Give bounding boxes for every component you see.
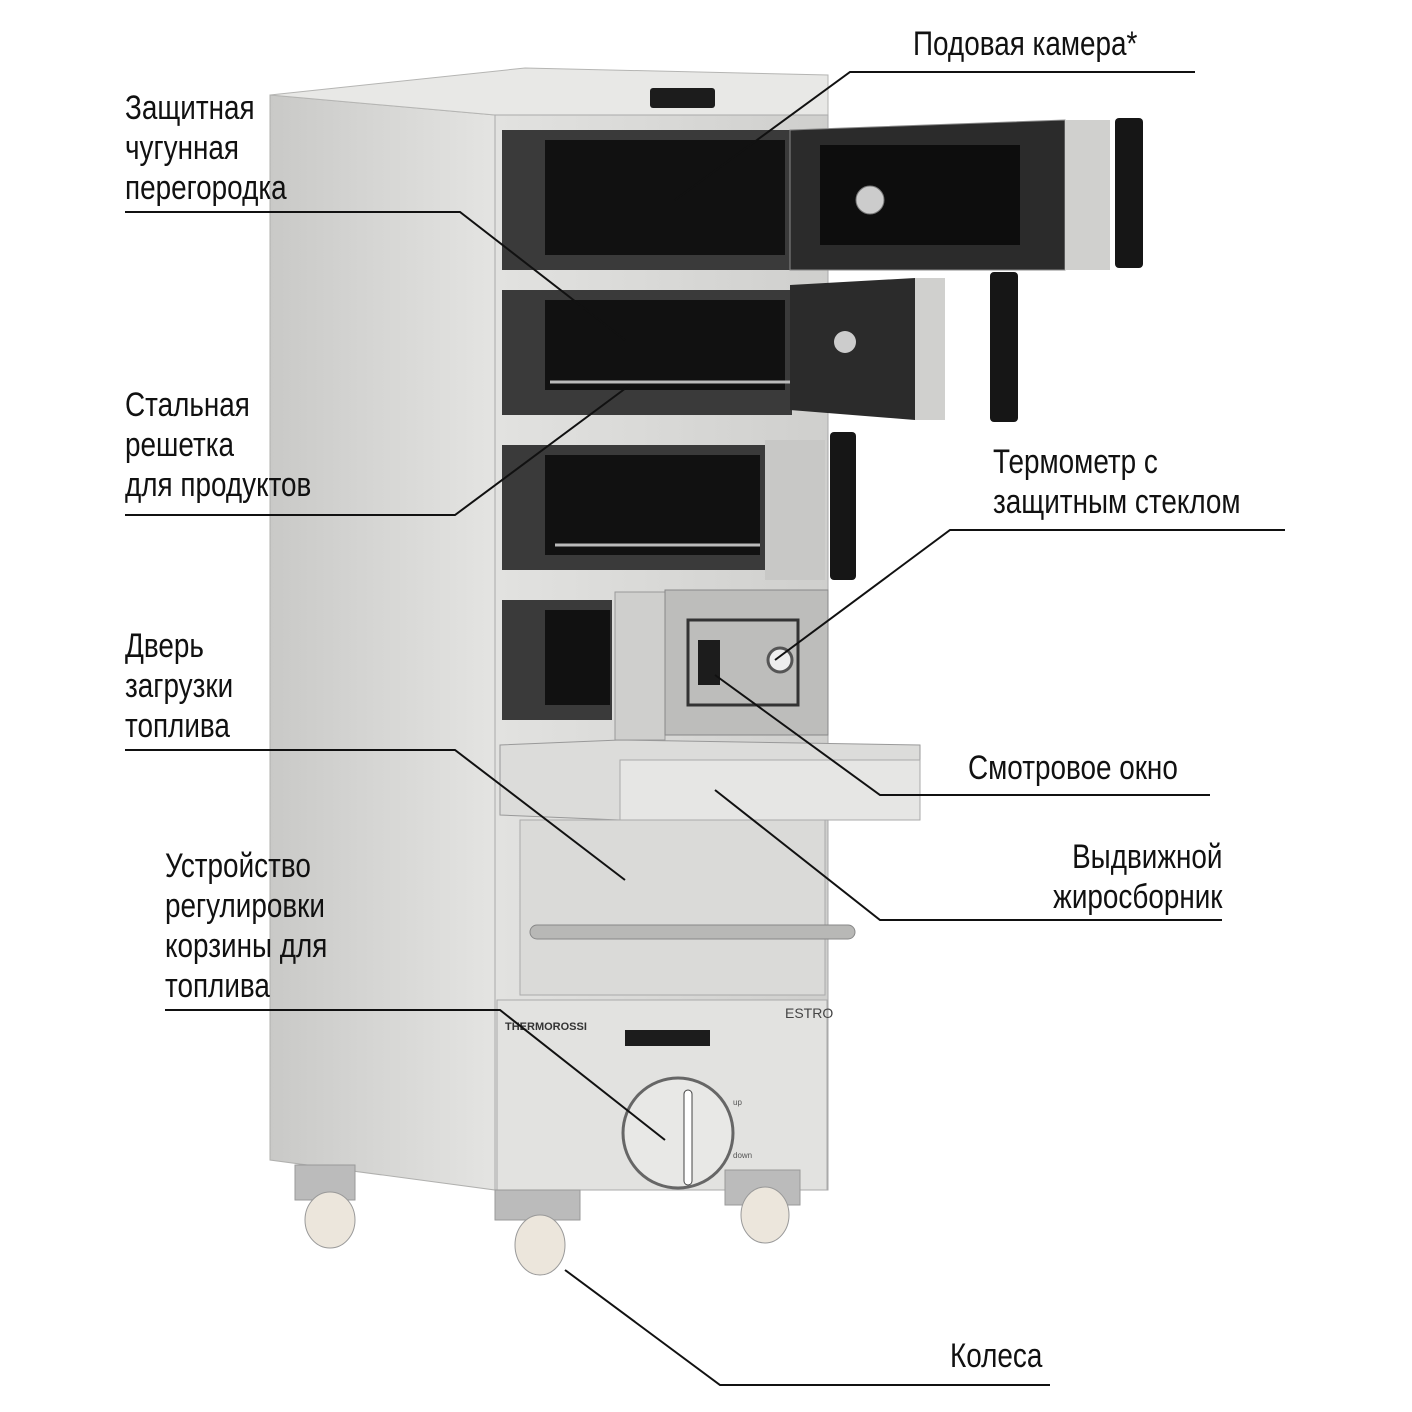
leader-steel-grate bbox=[125, 384, 631, 516]
leader-cast-iron-partition bbox=[125, 211, 626, 341]
leader-basket-adjuster bbox=[165, 1009, 666, 1141]
top-handle bbox=[650, 88, 715, 108]
label-hearth-chamber: Подовая камера* bbox=[913, 25, 1138, 63]
leader-thermometer bbox=[774, 529, 1285, 661]
dial-up-label: up bbox=[733, 1098, 742, 1107]
viewing-window bbox=[698, 640, 720, 685]
fuel-door bbox=[519, 819, 826, 996]
leader-fuel-door bbox=[125, 749, 626, 881]
label-viewing-window: Смотровое окно bbox=[968, 749, 1178, 787]
leader-viewing-window bbox=[714, 674, 1210, 796]
leader-lines bbox=[125, 71, 1285, 1386]
chamber-3 bbox=[502, 432, 856, 580]
cabinet-top bbox=[269, 67, 829, 129]
leader-hearth-chamber bbox=[674, 71, 1195, 201]
chamber-2 bbox=[502, 272, 1018, 422]
chamber-4 bbox=[502, 589, 829, 741]
basket-adjuster-dial bbox=[621, 1076, 735, 1190]
wheel bbox=[294, 1164, 801, 1276]
fuel-door-handle bbox=[529, 924, 856, 940]
dial-down-label: down bbox=[733, 1151, 752, 1160]
chamber-1 bbox=[502, 118, 1143, 271]
thermometer-dial bbox=[766, 646, 794, 674]
brand-estro: ESTRO bbox=[785, 1005, 833, 1021]
leader-grease-tray bbox=[714, 789, 1222, 921]
label-wheels: Колеса bbox=[950, 1337, 1043, 1375]
cabinet-side-panel bbox=[269, 94, 496, 1191]
leader-wheels bbox=[564, 1269, 1050, 1386]
